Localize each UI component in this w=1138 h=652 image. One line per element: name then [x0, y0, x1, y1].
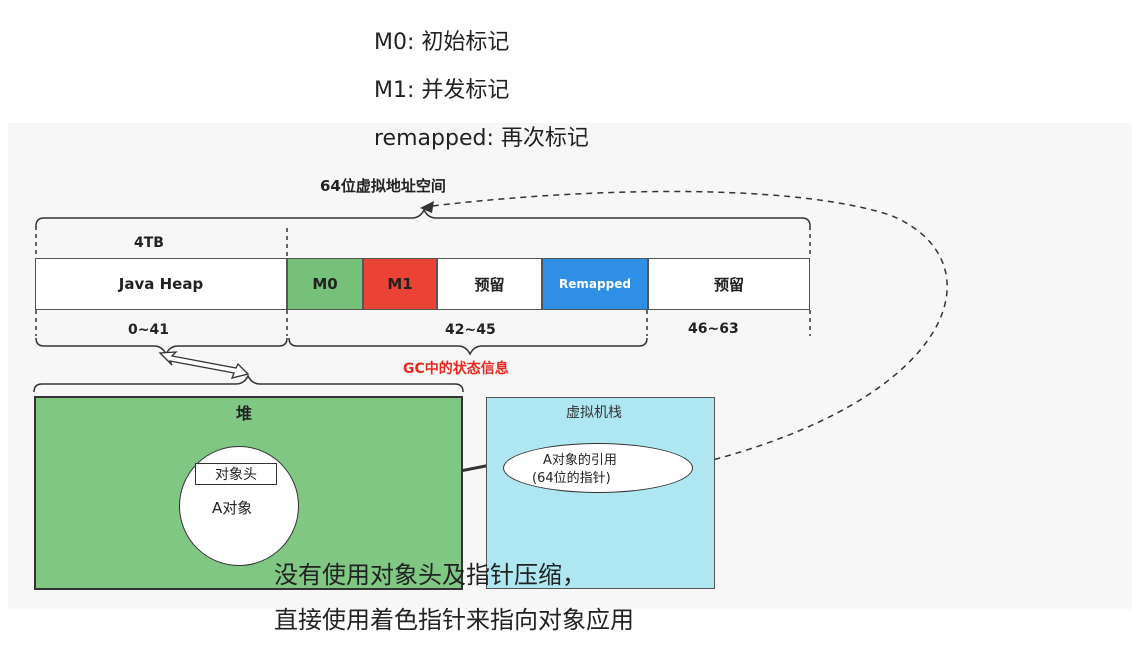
legend-remapped: remapped: 再次标记 [374, 126, 589, 151]
diagram-title: 64位虚拟地址空间 [320, 177, 446, 195]
segment-remapped: Remapped [542, 258, 648, 310]
heap-label: 堆 [236, 404, 253, 423]
reference-ellipse [503, 443, 693, 493]
segment-java-heap: Java Heap [35, 258, 287, 310]
reference-label-1: A对象的引用 [543, 453, 617, 468]
segment-m0: M0 [287, 258, 363, 310]
vm-stack-box [486, 397, 715, 589]
heap-bracket [33, 374, 464, 393]
range-42-45: 42~45 [445, 322, 496, 338]
gc-state-label: GC中的状态信息 [403, 361, 509, 377]
range-0-41: 0~41 [128, 322, 169, 338]
note-line-2: 直接使用着色指针来指向对象应用 [274, 606, 634, 634]
segment-m1: M1 [363, 258, 437, 310]
top-bracket [35, 208, 811, 227]
segment-reserved-1: 预留 [437, 258, 542, 310]
object-a-label: A对象 [212, 499, 253, 517]
bracket-0-41 [35, 337, 288, 356]
vm-stack-label: 虚拟机栈 [566, 405, 622, 421]
pointer-dashed-curve [423, 190, 948, 466]
object-header-box: 对象头 [195, 463, 277, 485]
legend-m1: M1: 并发标记 [374, 78, 510, 103]
reference-label-2: (64位的指针) [532, 471, 611, 486]
legend-m0: M0: 初始标记 [374, 30, 510, 55]
bracket-42-45 [288, 337, 648, 356]
range-46-63: 46~63 [688, 321, 739, 337]
size-label: 4TB [134, 235, 164, 251]
note-line-1: 没有使用对象头及指针压缩， [274, 561, 586, 589]
double-arrow [158, 351, 250, 379]
segment-reserved-2: 预留 [648, 258, 810, 310]
